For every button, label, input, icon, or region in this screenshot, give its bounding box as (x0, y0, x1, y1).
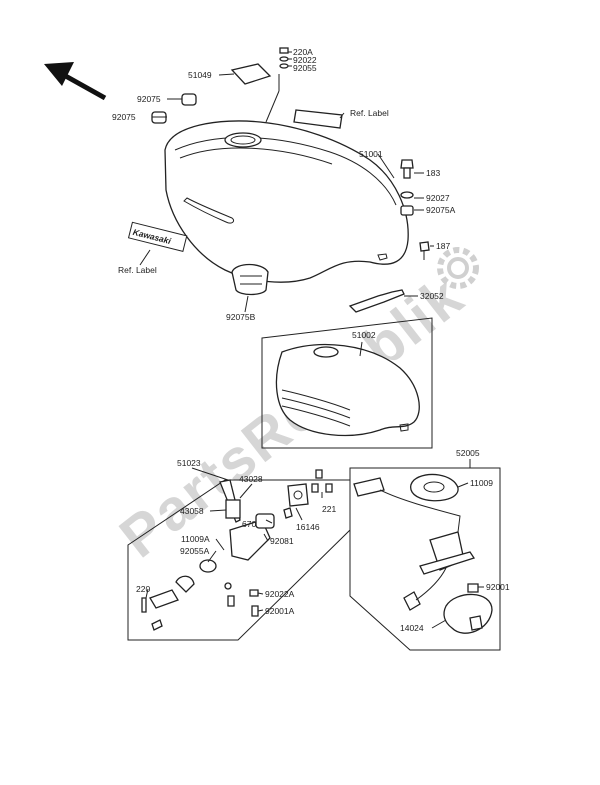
fuel-tank-51002 (275, 343, 420, 437)
rubber-92075b (231, 263, 269, 296)
fuel-tank-51001 (164, 120, 409, 283)
label-92075B: 92075B (226, 312, 256, 322)
label-43028: 43028 (239, 474, 263, 484)
bolt-187 (419, 241, 430, 260)
label-51001: 51001 (359, 149, 383, 159)
label-221: 221 (322, 504, 336, 514)
label-32052: 32052 (420, 291, 444, 301)
label-43058: 43058 (180, 506, 204, 516)
label-ref-label-left: Ref. Label (118, 265, 157, 275)
label-92075-lower: 92075 (112, 112, 136, 122)
label-92022: 92022 (293, 55, 317, 65)
label-92075A: 92075A (426, 205, 456, 215)
label-52005: 52005 (456, 448, 480, 458)
kawasaki-emblem: Kawasaki (127, 221, 188, 252)
bolt-220a-stack (279, 47, 289, 69)
ref-label-strip-top (293, 109, 343, 129)
label-670: 670 (242, 519, 256, 529)
leader-lines (139, 51, 484, 629)
label-51049: 51049 (188, 70, 212, 80)
label-92075-upper: 92075 (137, 94, 161, 104)
label-92001A: 92001A (265, 606, 295, 616)
fuel-cock-assembly (141, 469, 333, 631)
label-11009A: 11009A (181, 534, 210, 544)
tank-51002-frame (261, 317, 433, 449)
rubber-92075-upper (181, 93, 197, 106)
bolt-183-stack (400, 159, 414, 216)
label-92055: 92055 (293, 63, 317, 73)
label-92055A: 92055A (180, 546, 210, 556)
label-220: 220 (136, 584, 150, 594)
label-92081: 92081 (270, 536, 294, 546)
label-51023: 51023 (177, 458, 201, 468)
label-11009: 11009 (470, 478, 493, 488)
gear-icon (437, 247, 479, 289)
fuel-sender-assembly (353, 473, 493, 634)
label-220a: 220A (293, 47, 313, 57)
part-labels: 220A 92022 92055 51049 92075 92075 Ref. … (112, 47, 510, 633)
bracket-32052 (348, 289, 405, 313)
label-183: 183 (426, 168, 440, 178)
label-16146: 16146 (296, 522, 320, 532)
label-ref-label-top: Ref. Label (350, 108, 389, 118)
cap-cover-51049 (230, 63, 272, 85)
front-direction-arrow (44, 62, 107, 101)
label-51002: 51002 (352, 330, 376, 340)
label-14024: 14024 (400, 623, 424, 633)
label-187: 187 (436, 241, 450, 251)
label-92022A: 92022A (265, 589, 295, 599)
fuel-sender-frame (349, 467, 501, 651)
label-92027: 92027 (426, 193, 450, 203)
label-92001: 92001 (486, 582, 510, 592)
